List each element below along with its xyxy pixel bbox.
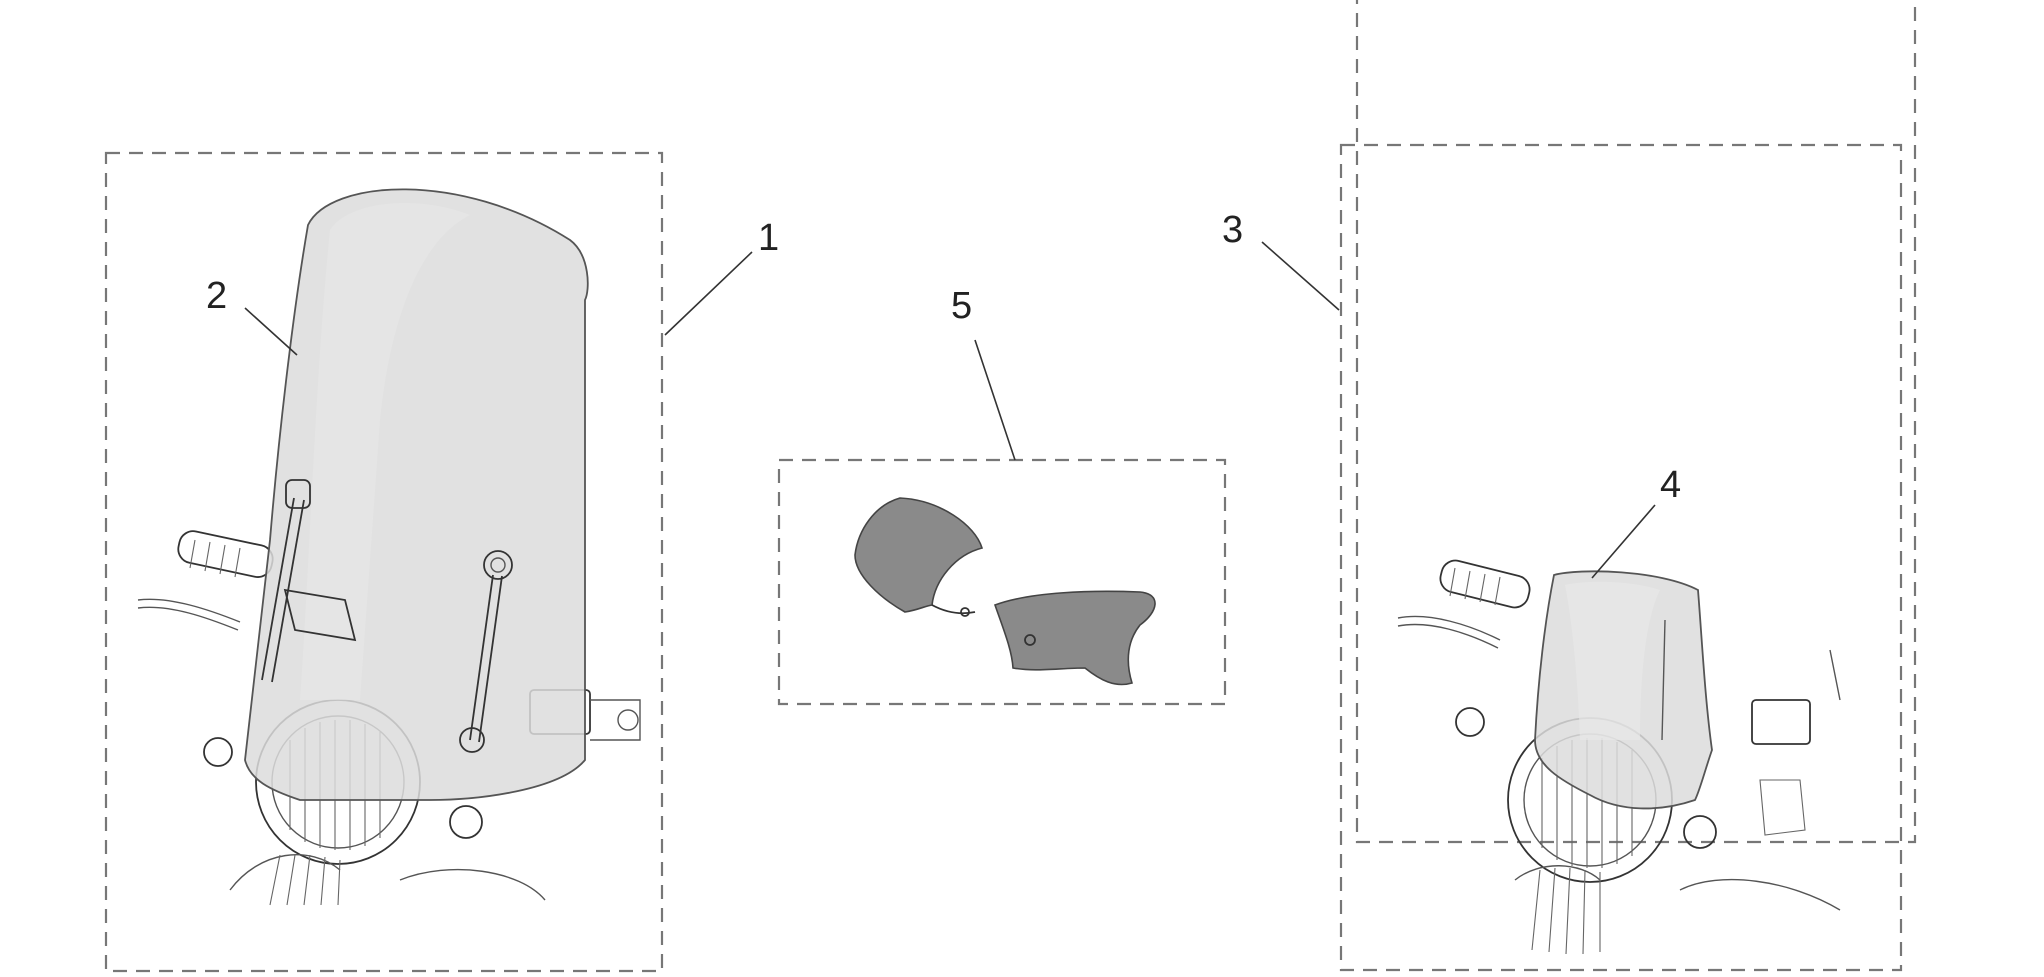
callout-leader-3 — [1261, 241, 1340, 311]
hand-deflector-right — [993, 590, 1156, 686]
kit-5-dashed-frame — [777, 458, 1227, 706]
callout-leader-4 — [1591, 504, 1656, 579]
hand-deflector-left — [854, 497, 984, 617]
kit-1-dashed-frame — [104, 151, 664, 973]
short-flyscreen — [1534, 570, 1713, 810]
callout-3: 3 — [1222, 209, 1243, 251]
callout-1: 1 — [758, 217, 779, 259]
callout-leader-5 — [974, 339, 1016, 461]
callout-leader-1 — [664, 251, 753, 336]
kit-3-outer-dashed-frame — [1339, 143, 1903, 972]
tall-windshield — [244, 188, 589, 801]
kit-3-inner-dashed-frame — [1355, 0, 1917, 844]
callout-leader-2 — [244, 307, 298, 356]
callout-5: 5 — [951, 285, 972, 327]
callout-2: 2 — [206, 275, 227, 317]
callout-4: 4 — [1660, 464, 1681, 506]
